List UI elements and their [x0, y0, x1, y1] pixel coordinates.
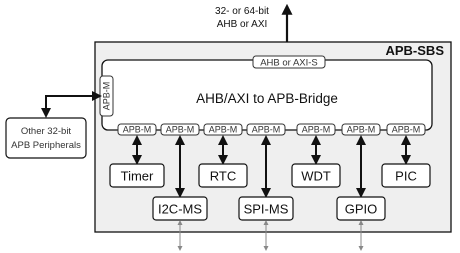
i2c-ms-label: I2C-MS — [158, 202, 202, 217]
wdt-box — [291, 163, 341, 188]
apb-master-port-7-label: APB-M — [392, 125, 421, 135]
pic-label: PIC — [395, 169, 417, 184]
apb-master-port-1-label: APB-M — [123, 125, 152, 135]
apb-master-port-6-label: APB-M — [347, 125, 376, 135]
wdt-label: WDT — [301, 169, 331, 184]
bus-label-line-1: 32- or 64-bit — [215, 6, 269, 17]
apb-master-port-2-label: APB-M — [166, 125, 195, 135]
apb-master-port-4-label: APB-M — [252, 125, 281, 135]
external-connector-arrow — [41, 91, 102, 118]
gpio-label: GPIO — [345, 202, 378, 217]
bus-label-line-2: AHB or AXI — [217, 19, 268, 30]
apb-master-port-3-label: APB-M — [209, 125, 238, 135]
spi-ms-label: SPI-MS — [244, 202, 289, 217]
timer-label: Timer — [121, 169, 154, 184]
ahb-axi-slave-port-label: AHB or AXI-S — [260, 58, 318, 69]
other-peripherals-label-line-2: APB Peripherals — [11, 140, 81, 151]
timer-box — [109, 163, 165, 188]
rtc-label: RTC — [210, 169, 236, 184]
bridge-label: AHB/AXI to APB-Bridge — [196, 91, 338, 106]
ahb-axi-slave-port — [252, 55, 326, 69]
apb-master-port-5-label: APB-M — [302, 125, 331, 135]
rtc-box — [198, 163, 248, 188]
pic-box — [381, 163, 431, 188]
other-peripherals-label-line-1: Other 32-bit — [21, 126, 72, 137]
bottom-ports: APB-M APB-M APB-M APB-M APB-M APB-M APB-… — [117, 123, 426, 136]
side-apb-master-port-label: APB-M — [102, 82, 112, 111]
subsystem-title: APB-SBS — [385, 43, 444, 58]
other-apb-peripherals-box — [5, 117, 87, 159]
